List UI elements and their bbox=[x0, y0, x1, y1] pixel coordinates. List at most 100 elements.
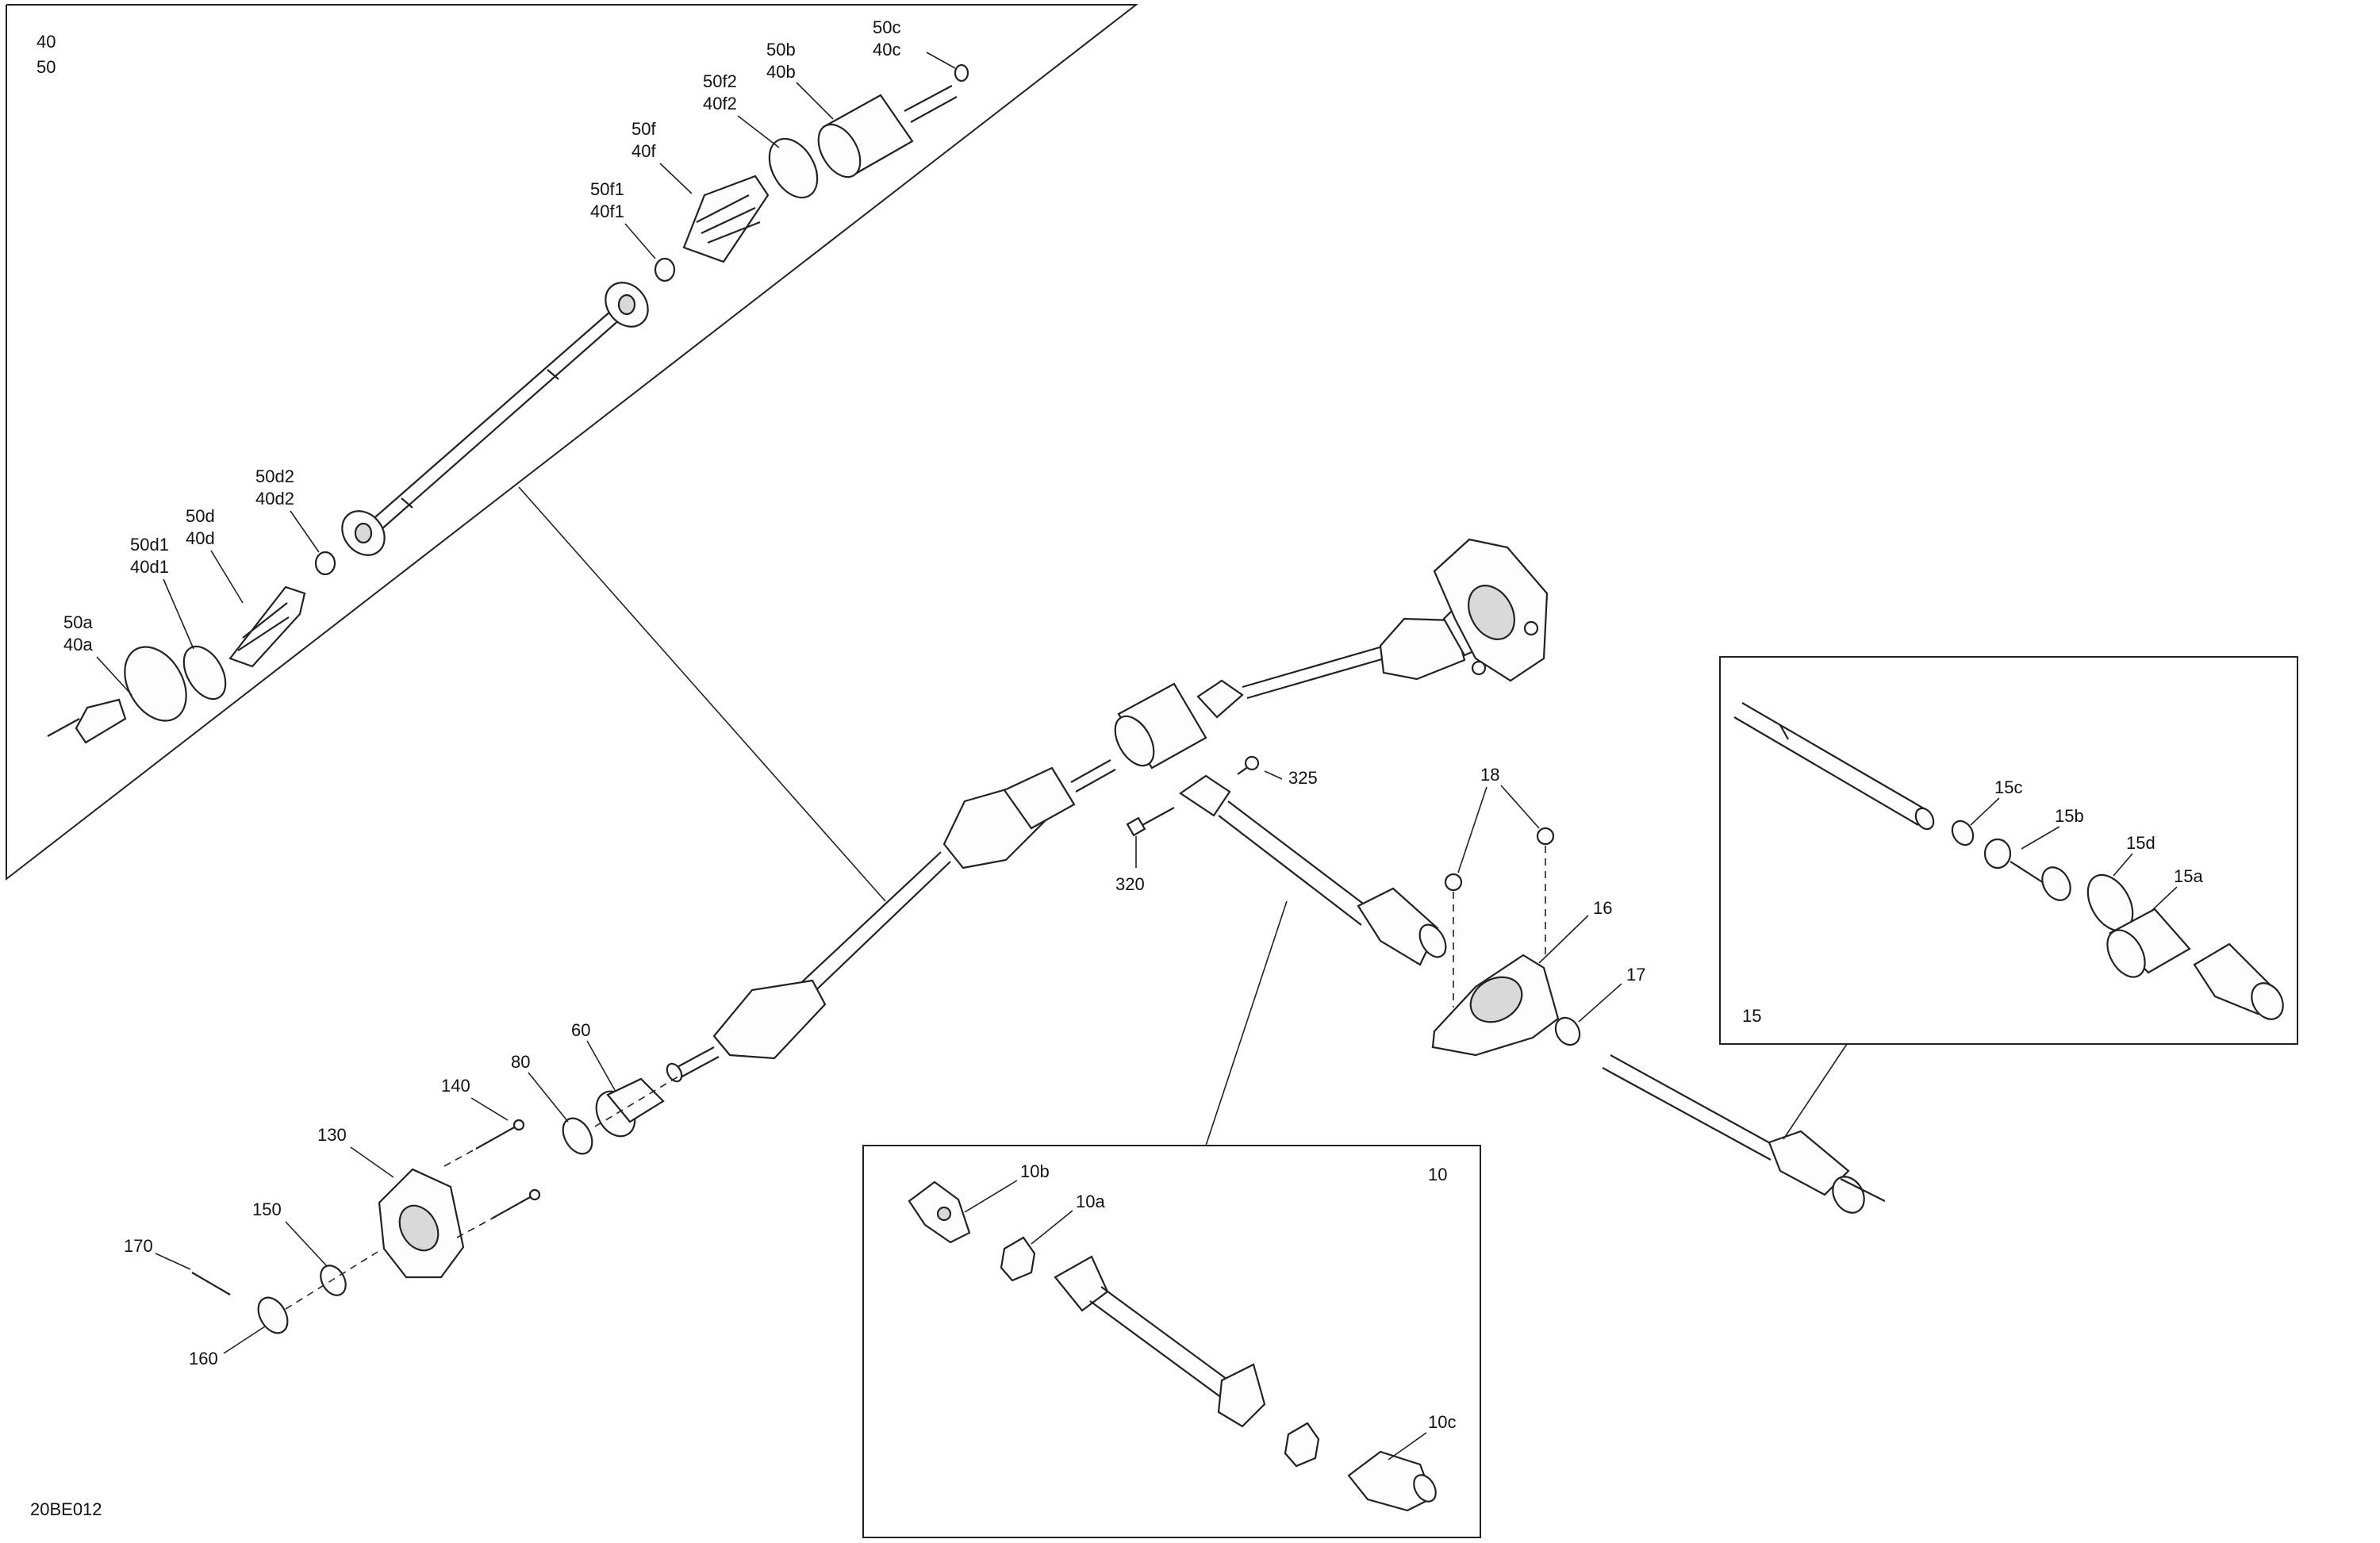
washer-150 bbox=[320, 1265, 347, 1296]
callout-10c: 10c bbox=[1388, 1412, 1456, 1460]
inset-half-shaft-frame bbox=[6, 4, 1138, 881]
svg-text:17: 17 bbox=[1626, 965, 1645, 985]
svg-text:320: 320 bbox=[1115, 874, 1145, 894]
svg-text:130: 130 bbox=[317, 1125, 347, 1145]
inset-15c-part bbox=[1951, 819, 1975, 846]
clamp-50d2 bbox=[314, 551, 336, 576]
rear-boot bbox=[1379, 617, 1466, 681]
clamp-50d1 bbox=[182, 645, 227, 700]
inset-10-shaft bbox=[1054, 1255, 1266, 1428]
callout-50d: 50d 40d bbox=[186, 506, 244, 604]
inset-half-shaft-connector-line bbox=[518, 486, 886, 902]
svg-text:60: 60 bbox=[571, 1020, 590, 1040]
svg-text:40f1: 40f1 bbox=[590, 202, 624, 221]
svg-text:40b: 40b bbox=[766, 62, 796, 82]
svg-text:16: 16 bbox=[1593, 898, 1612, 918]
callout-80: 80 bbox=[511, 1052, 569, 1123]
svg-text:10b: 10b bbox=[1020, 1161, 1050, 1181]
inset-15-title: 15 bbox=[1742, 1006, 1761, 1026]
callout-15a: 15a bbox=[2149, 866, 2203, 913]
callout-50f: 50f 40f bbox=[631, 119, 693, 194]
prop-shaft-yoke-front bbox=[1179, 774, 1231, 817]
cotter-pin-170 bbox=[191, 1272, 231, 1295]
svg-text:15d: 15d bbox=[2126, 833, 2155, 853]
svg-text:150: 150 bbox=[252, 1199, 282, 1219]
rear-prop-shaft-15 bbox=[1602, 1054, 1886, 1214]
stud-140-lower bbox=[491, 1188, 541, 1219]
svg-text:15b: 15b bbox=[2055, 806, 2084, 826]
svg-text:40d: 40d bbox=[186, 528, 215, 548]
nut-160 bbox=[257, 1296, 289, 1334]
rear-hub-flange bbox=[1433, 538, 1549, 682]
svg-text:50f1: 50f1 bbox=[590, 179, 624, 199]
axis-bearing-line bbox=[594, 1073, 683, 1127]
callout-60: 60 bbox=[571, 1020, 616, 1092]
drawing-id: 20BE012 bbox=[30, 1499, 102, 1519]
inset-prop-shaft-assembly: 10 10b 10a 10c bbox=[862, 900, 1481, 1538]
boot-50d bbox=[228, 585, 306, 668]
callout-325: 325 bbox=[1264, 768, 1318, 788]
svg-text:40f2: 40f2 bbox=[703, 94, 737, 113]
svg-text:40a: 40a bbox=[63, 635, 93, 654]
hub-130 bbox=[378, 1168, 465, 1279]
inset-15-shaft-tube bbox=[1733, 702, 1935, 831]
callout-170: 170 bbox=[124, 1236, 191, 1270]
bolt-320 bbox=[1126, 807, 1175, 837]
inset-15b-part bbox=[1983, 838, 2071, 901]
callout-50c: 50c 40c bbox=[873, 17, 956, 69]
bearing-60 bbox=[595, 1077, 665, 1138]
inset-10b-yoke bbox=[908, 1180, 971, 1244]
callout-50d2: 50d2 40d2 bbox=[255, 466, 320, 553]
callout-50f1: 50f1 40f1 bbox=[590, 179, 656, 259]
svg-text:40c: 40c bbox=[873, 40, 900, 59]
circlip-50c bbox=[954, 63, 969, 83]
front-drive-shaft bbox=[666, 759, 1116, 1083]
callout-10b: 10b bbox=[964, 1161, 1050, 1213]
clamp-50f1 bbox=[654, 257, 676, 282]
half-shaft-bar bbox=[356, 310, 621, 542]
svg-text:50d2: 50d2 bbox=[255, 466, 294, 486]
callout-140: 140 bbox=[441, 1076, 509, 1121]
callout-50b: 50b 40b bbox=[766, 40, 834, 120]
inset-15a-part bbox=[2106, 908, 2191, 978]
inset-half-shaft-header-line-1: 40 bbox=[36, 32, 56, 52]
svg-text:170: 170 bbox=[124, 1236, 153, 1256]
svg-text:50f: 50f bbox=[631, 119, 656, 139]
svg-text:325: 325 bbox=[1288, 768, 1318, 788]
svg-text:80: 80 bbox=[511, 1052, 530, 1072]
cv-joint-50a bbox=[47, 646, 187, 744]
callout-50f2: 50f2 40f2 bbox=[703, 71, 780, 148]
callout-50d1: 50d1 40d1 bbox=[130, 535, 194, 650]
inset-10-connector-line bbox=[1205, 900, 1288, 1146]
center-bearing-16 bbox=[1431, 954, 1560, 1057]
svg-text:50f2: 50f2 bbox=[703, 71, 737, 91]
bolt-18-right bbox=[1536, 827, 1555, 957]
svg-text:10a: 10a bbox=[1076, 1192, 1105, 1211]
inset-half-shaft-header-line-2: 50 bbox=[36, 57, 56, 77]
tripod-spider-lower bbox=[341, 510, 386, 556]
inset-10a-cross bbox=[1000, 1236, 1036, 1282]
svg-text:15a: 15a bbox=[2174, 866, 2203, 886]
callout-15d: 15d bbox=[2113, 833, 2155, 877]
svg-text:50d: 50d bbox=[186, 506, 215, 526]
front-inner-housing bbox=[1003, 766, 1076, 830]
inset-15-frame bbox=[1719, 656, 2298, 1045]
callout-130: 130 bbox=[317, 1125, 394, 1178]
svg-text:50a: 50a bbox=[63, 612, 93, 632]
svg-text:15c: 15c bbox=[1994, 777, 2022, 797]
svg-text:40f: 40f bbox=[631, 141, 656, 161]
inset-rear-prop-shaft: 15 15c 15b bbox=[1719, 656, 2298, 1140]
inset-10-frame bbox=[862, 1145, 1481, 1538]
callout-17: 17 bbox=[1578, 965, 1645, 1023]
inset-15-yoke-end bbox=[2193, 942, 2284, 1020]
svg-text:40d1: 40d1 bbox=[130, 557, 169, 577]
prop-shaft bbox=[1179, 774, 1447, 966]
stud-140-upper bbox=[475, 1119, 525, 1150]
circlip-17 bbox=[1554, 1016, 1581, 1046]
callout-320: 320 bbox=[1115, 836, 1145, 894]
callout-16: 16 bbox=[1538, 898, 1612, 964]
inset-half-shaft: 40 50 bbox=[6, 4, 1138, 881]
callout-150: 150 bbox=[252, 1199, 328, 1267]
boot-50f bbox=[682, 175, 770, 263]
callout-15b: 15b bbox=[2021, 806, 2084, 850]
